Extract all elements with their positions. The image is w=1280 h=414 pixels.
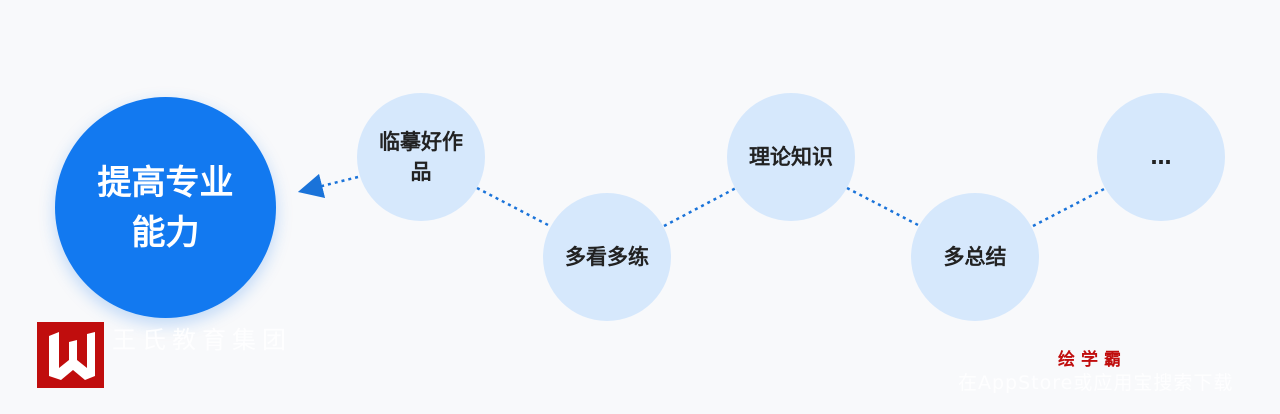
watermark-left-title: 王氏教育集团: [112, 326, 292, 354]
arrow-to-goal: [297, 173, 359, 199]
watermark-right-text: 在AppStore或应用宝搜索下载: [958, 372, 1234, 394]
step-label: 多总结: [943, 245, 1007, 269]
step-label: …: [1150, 145, 1172, 169]
step-node: 临摹好作品: [357, 93, 485, 221]
step-node: 理论知识: [727, 93, 855, 221]
link-3-4: [846, 186, 921, 228]
step-node: 多总结: [911, 193, 1039, 321]
link-1-2: [476, 186, 551, 228]
step-node: 多看多练: [543, 193, 671, 321]
step-label: 临摹好作品: [379, 130, 463, 184]
step-label: 理论知识: [749, 145, 833, 169]
goal-circle: 提高专业能力: [55, 97, 276, 318]
watermark-brand: 绘学霸: [1058, 350, 1127, 370]
link-2-3: [663, 186, 737, 228]
watermark-logo: [37, 322, 104, 388]
step-node: …: [1097, 93, 1225, 221]
step-label: 多看多练: [565, 245, 649, 269]
goal-label: 提高专业能力: [97, 162, 234, 253]
link-4-5: [1032, 186, 1107, 228]
